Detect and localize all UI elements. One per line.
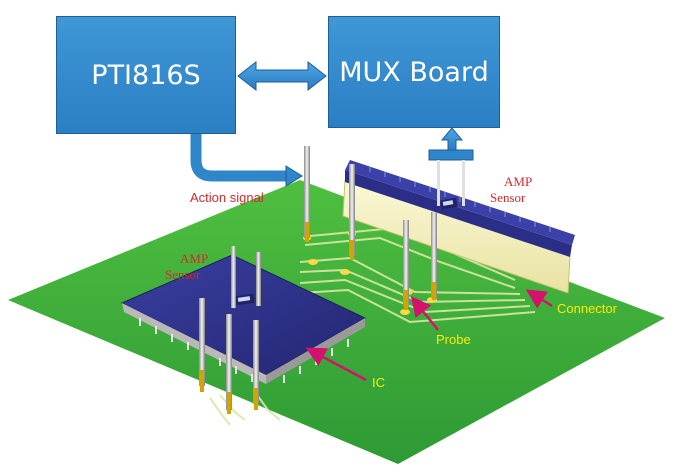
- connector-body: [342, 160, 575, 294]
- probe-pin: [226, 314, 232, 414]
- pti816s-block: PTI816S: [56, 16, 236, 134]
- connector-label: Connector: [557, 301, 617, 316]
- sensor-label-top: Sensor: [490, 190, 526, 205]
- action-signal-label: Action signal: [190, 190, 264, 205]
- ic-label: IC: [372, 375, 385, 390]
- probe-label: Probe: [436, 332, 471, 347]
- amp-label-top: AMP: [504, 174, 533, 189]
- callout-arrows: [305, 289, 553, 382]
- sensor-label-left: Sensor: [165, 267, 201, 282]
- probe-pin: [231, 246, 236, 308]
- probe-pin: [403, 220, 409, 310]
- probe-pin: [199, 298, 205, 392]
- mux-board-label: MUX Board: [339, 56, 489, 88]
- mux-connection-arrow: [428, 127, 474, 206]
- amp-sensor-chip-top: [440, 197, 458, 210]
- probe-pin: [256, 252, 261, 306]
- probe-pin: [304, 146, 310, 242]
- mux-board-block: MUX Board: [328, 16, 500, 128]
- amp-label-left: AMP: [180, 251, 209, 266]
- probe-pin: [431, 212, 437, 300]
- action-signal-arrow: [190, 134, 303, 187]
- amp-sensor-chip-left: [235, 293, 255, 306]
- probe-pin: [349, 164, 355, 260]
- probe-pin: [253, 320, 259, 410]
- pti816s-label: PTI816S: [91, 59, 201, 91]
- bidirectional-arrow: [237, 60, 327, 92]
- probes: [199, 146, 437, 414]
